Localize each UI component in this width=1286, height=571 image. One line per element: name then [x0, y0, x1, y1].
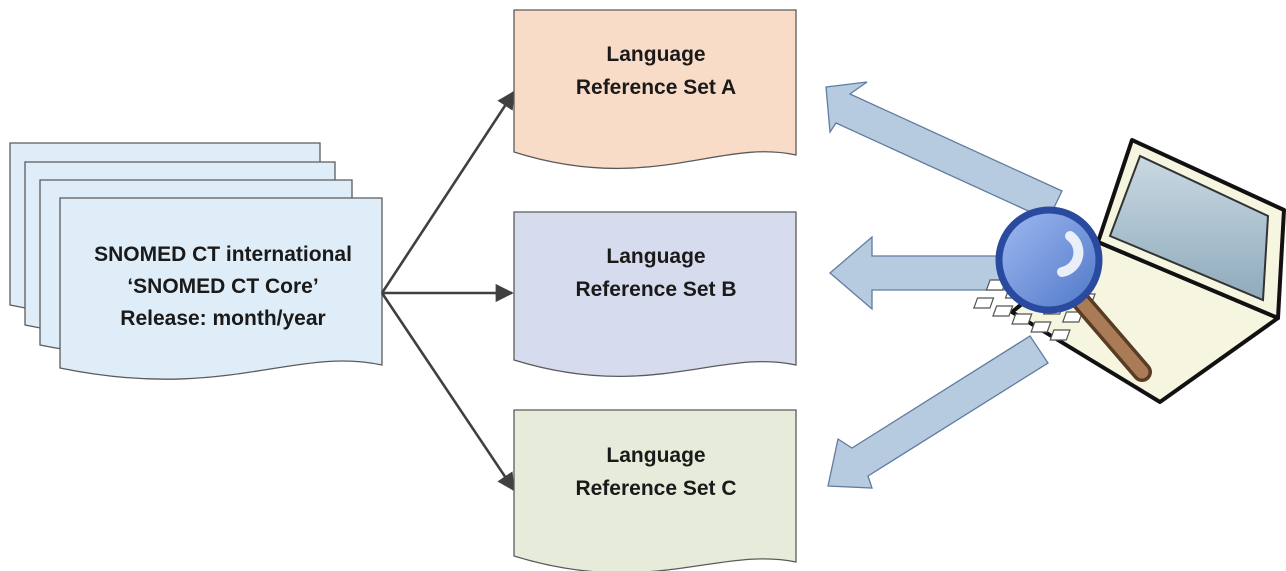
arrow-to-set-a [380, 90, 516, 294]
reference-set-c-line-1: Language [606, 444, 705, 467]
reference-set-c-shape [513, 409, 797, 571]
reference-set-c: Language Reference Set C [513, 409, 797, 571]
magnifier-glint [1057, 231, 1084, 277]
arrow-to-set-c [380, 292, 516, 492]
reference-set-a-line-2: Reference Set A [576, 76, 736, 99]
reference-set-a-shape [513, 9, 797, 170]
lookup-arrow-to-a [825, 81, 1063, 221]
laptop-screen [1108, 154, 1270, 302]
magnifier-lens [995, 206, 1103, 314]
reference-set-a: Language Reference Set A [513, 9, 797, 170]
lookup-arrow-to-c [827, 335, 1049, 489]
reference-set-b-line-1: Language [606, 245, 705, 268]
reference-set-b-shape [513, 211, 797, 378]
source-document-shape [59, 197, 383, 380]
source-line-3: Release: month/year [120, 307, 325, 330]
source-document-stack: SNOMED CT international ‘SNOMED CT Core’… [9, 142, 383, 380]
source-line-1: SNOMED CT international [94, 243, 352, 266]
reference-set-a-line-1: Language [606, 43, 705, 66]
source-line-2: ‘SNOMED CT Core’ [127, 275, 318, 298]
magnifying-glass-icon [995, 206, 1152, 382]
connector-arrows [380, 90, 516, 492]
lookup-arrows [825, 81, 1063, 489]
magnifier-handle-highlight [1073, 293, 1149, 379]
reference-set-b-line-2: Reference Set B [575, 278, 736, 301]
reference-set-c-line-2: Reference Set C [575, 477, 736, 500]
reference-set-b: Language Reference Set B [513, 211, 797, 378]
